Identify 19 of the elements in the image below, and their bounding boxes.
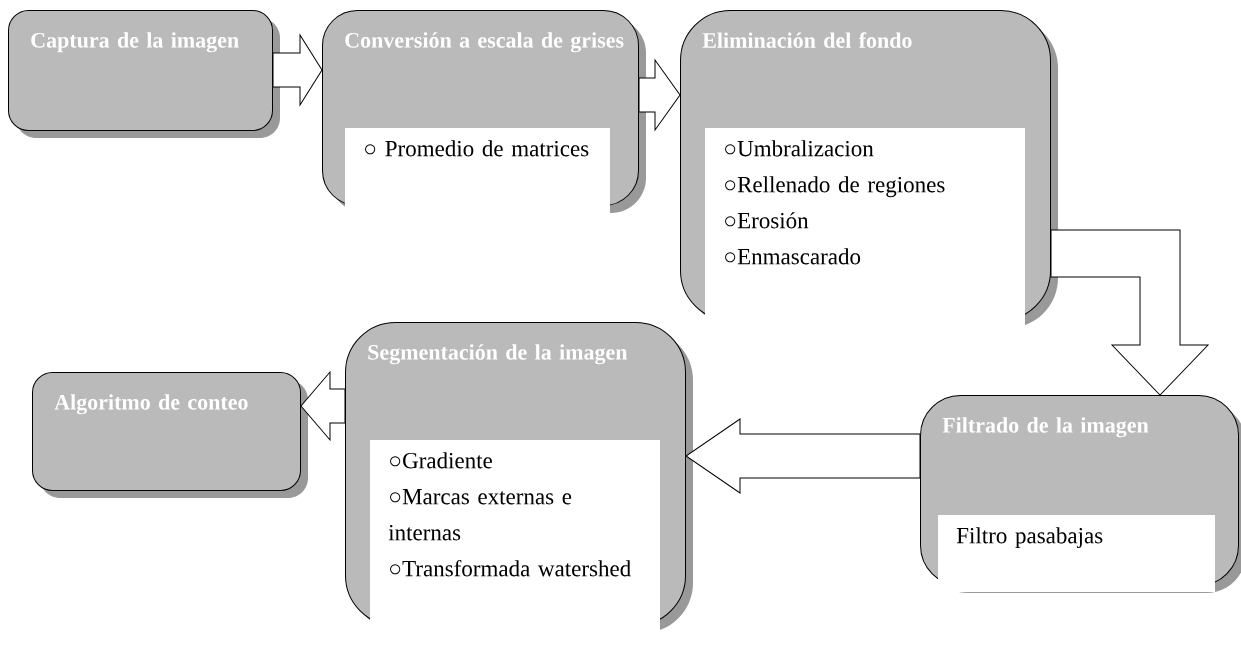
block-arrow xyxy=(638,59,681,131)
list-box: Filtro pasabajas xyxy=(938,515,1215,592)
block-arrow xyxy=(685,418,921,494)
process-box: Conversión a escala de grises ○ Promedio de matrices xyxy=(322,10,646,225)
process-box: Algoritmo de conteo xyxy=(32,372,308,498)
list-box: ○Umbralizacion ○Rellenado de regiones ○Erosión ○Enmascarado xyxy=(705,128,1025,330)
process-box: Captura de la imagen xyxy=(8,10,280,138)
node-label: ○Rellenado de regiones xyxy=(725,176,945,198)
node-label: ○Erosión xyxy=(725,212,809,229)
process-box: Filtrado de la imagen Filtro pasabajas xyxy=(920,395,1241,593)
list-box: ○ Promedio de matrices xyxy=(345,128,610,225)
node-label: ○Enmascarado xyxy=(725,248,861,265)
block-arrow xyxy=(300,371,346,441)
block-arrow xyxy=(1050,229,1209,396)
process-box: Eliminación del fondo ○Umbralizacion ○Rellenado de regiones ○Erosión ○Enmascarado xyxy=(680,10,1058,330)
list-box: ○Gradiente ○Marcas externas e internas ○Transformada watershed xyxy=(370,440,660,658)
node-label: ○Umbralizacion xyxy=(725,140,874,157)
block-arrow xyxy=(272,34,323,106)
process-box: Segmentación de la imagen ○Gradiente ○Marcas externas e internas ○Transformada watershed xyxy=(345,322,693,658)
